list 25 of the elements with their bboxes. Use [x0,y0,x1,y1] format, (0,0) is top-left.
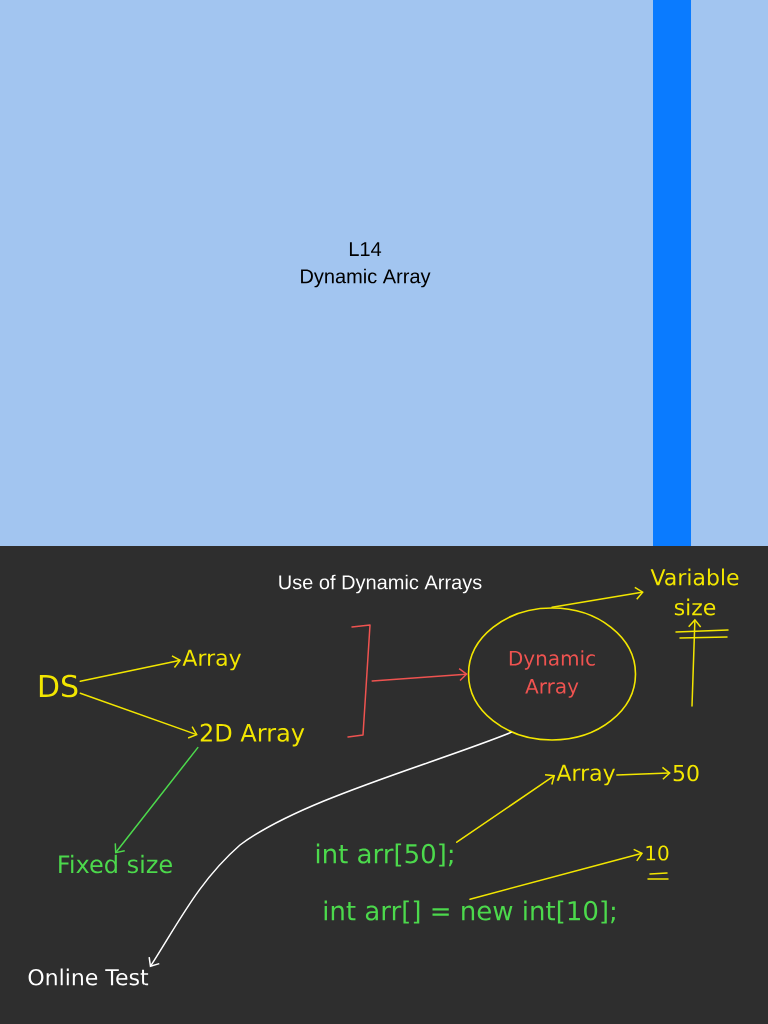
handwritten-label: Array [556,764,615,786]
arrow [371,667,468,682]
arrow [551,586,644,608]
handwritten-label: Array [182,649,241,671]
handwritten-label: 2D Array [200,723,305,747]
arrow [456,773,556,843]
handwritten-label: int arr[50]; [316,843,453,867]
board-title: Use of Dynamic Arrays [279,574,482,594]
handwritten-label: 10 [646,845,669,861]
slide-heading: L14 [349,242,382,256]
handwritten-label: Fixed size [59,854,172,874]
arrow [148,731,512,968]
handwritten-label: 50 [673,764,699,782]
handwritten-label: Online Test [28,968,149,986]
arrow [469,848,644,900]
handwritten-label: int arr[] = new int[10]; [324,900,615,924]
arrow [687,618,702,707]
bracket [347,624,371,738]
handwritten-label: DS [39,674,78,698]
arrow [79,692,198,739]
arrow [114,746,199,854]
arrow [79,655,182,682]
arrow [616,766,671,781]
slide-heading: Dynamic Array [301,268,431,288]
handwritten-label: Variable size [650,568,739,616]
